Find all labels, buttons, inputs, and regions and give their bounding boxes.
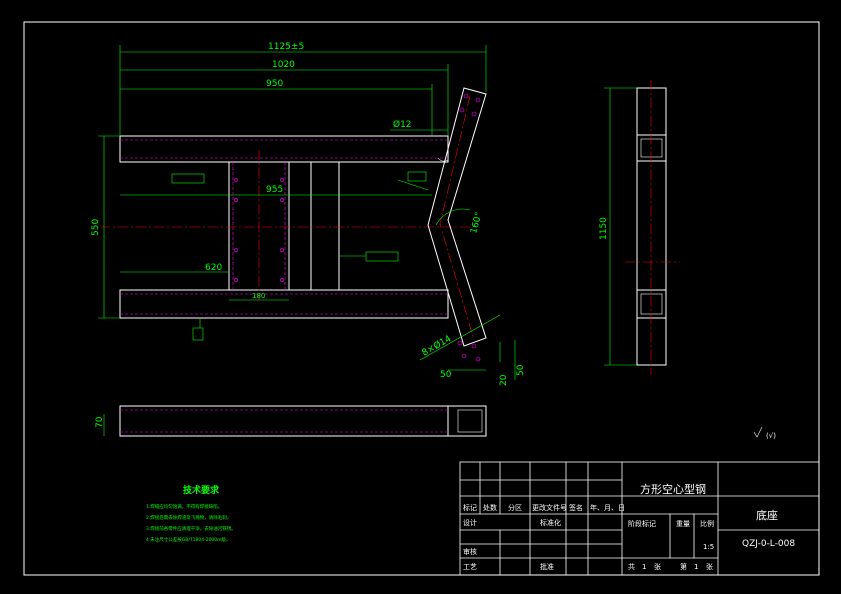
header-date: 年、月、日 xyxy=(590,503,625,512)
dim-955: 955 xyxy=(266,185,283,195)
dim-620: 620 xyxy=(205,263,222,273)
material-label: 方形空心型钢 xyxy=(640,482,706,496)
title-block xyxy=(459,461,820,576)
drawing-frame xyxy=(23,21,820,576)
dim-overall-length: 1125±5 xyxy=(268,42,304,52)
label-approve: 批准 xyxy=(540,562,554,571)
label-standardize: 标准化 xyxy=(540,518,561,527)
tech-req-item-3: 3.焊接前各零件应清理干净，去除油污铁锈。 xyxy=(146,525,236,532)
dim-50-bottom: 50 xyxy=(440,370,452,380)
label-weight: 重量 xyxy=(676,520,690,528)
dim-50-right: 50 xyxy=(516,364,526,376)
header-zone: 分区 xyxy=(508,503,522,512)
dim-20: 20 xyxy=(499,374,509,386)
label-process: 工艺 xyxy=(463,563,477,571)
side-view xyxy=(625,80,680,375)
dim-950: 950 xyxy=(266,79,283,89)
dim-180: 180 xyxy=(252,292,265,300)
tech-req-item-1: 1.焊缝应均匀饱满，不得有焊接缺陷。 xyxy=(146,503,222,510)
label-design: 设计 xyxy=(463,518,477,527)
header-count: 处数 xyxy=(483,503,497,512)
dim-angle-160: 160° xyxy=(469,211,484,235)
drawing-number: QZJ-0-L-008 xyxy=(742,539,795,549)
label-total: 共 xyxy=(628,562,635,571)
header-mark: 标记 xyxy=(463,503,477,512)
header-sign: 签名 xyxy=(569,503,583,512)
bottom-view xyxy=(119,405,487,437)
angled-leg xyxy=(427,87,487,347)
tech-req-title: 技术要求 xyxy=(183,484,220,496)
title-block-text: 方形空心型钢 底座 QZJ-0-L-008 标记 处数 分区 更改文件号 签名 … xyxy=(463,482,795,571)
top-bar xyxy=(119,135,449,163)
dim-thickness: 70 xyxy=(95,416,105,428)
cross-plate-3 xyxy=(310,161,340,291)
label-ratio: 比例 xyxy=(700,519,714,528)
bottom-bar xyxy=(119,289,449,319)
dim-1020: 1020 xyxy=(272,60,295,70)
header-change-doc: 更改文件号 xyxy=(532,503,567,512)
label-check: 审核 xyxy=(463,547,477,556)
weld-symbols xyxy=(171,171,429,341)
dim-holes: 8×Ø14 xyxy=(420,333,453,359)
page-number: 1 xyxy=(694,563,698,571)
label-sheets: 张 xyxy=(654,562,661,571)
surface-finish-symbol: (√) xyxy=(753,426,776,440)
dim-side-height: 1150 xyxy=(599,217,609,240)
technical-requirements: 技术要求 1.焊缝应均匀饱满，不得有焊接缺陷。 2.焊接后需去除焊渣及飞溅物，清… xyxy=(146,484,236,543)
dim-550: 550 xyxy=(91,219,101,236)
scale-value: 1:5 xyxy=(703,543,714,551)
dimension-lines xyxy=(98,45,637,436)
tech-req-item-2: 2.焊接后需去除焊渣及飞溅物，清除毛刺。 xyxy=(146,514,231,521)
front-view xyxy=(100,87,487,362)
surface-finish-label: (√) xyxy=(766,432,776,440)
tech-req-item-4: 4.未注尺寸公差按GB/T1804-2000m级。 xyxy=(146,536,231,543)
cross-plate-2 xyxy=(288,161,312,291)
label-stage: 阶段标记 xyxy=(628,519,656,528)
label-sheet2: 张 xyxy=(706,562,713,571)
dim-diameter-12: Ø12 xyxy=(393,119,412,130)
part-name: 底座 xyxy=(756,508,778,522)
label-page: 第 xyxy=(680,562,687,571)
total-sheets: 1 xyxy=(642,563,646,571)
